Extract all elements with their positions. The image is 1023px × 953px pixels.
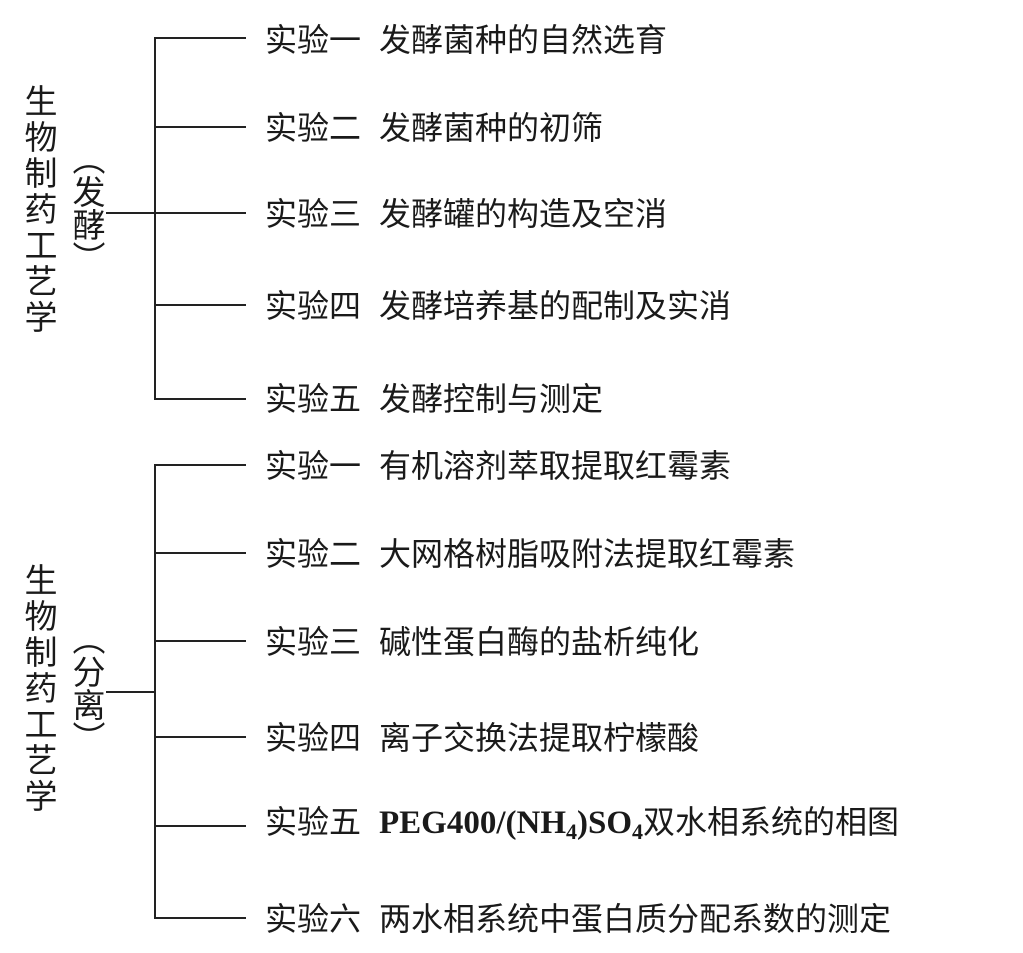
- branch: [154, 552, 246, 554]
- experiment-title: 离子交换法提取柠檬酸: [379, 719, 700, 757]
- group2-title: 生物制药工艺学: [19, 563, 58, 815]
- experiment-number: 实验五: [265, 380, 362, 418]
- experiment-title: 有机溶剂萃取提取红霉素: [379, 447, 732, 485]
- experiment-number: 实验四: [265, 287, 362, 325]
- group1-subtitle: （发酵）: [67, 142, 106, 274]
- group1-title: 生物制药工艺学: [19, 84, 58, 336]
- branch: [154, 825, 246, 827]
- experiment-item: 实验一有机溶剂萃取提取红霉素: [265, 446, 731, 486]
- group2-bracket: [154, 464, 156, 919]
- experiment-title: 双水相系统的相图: [643, 803, 900, 841]
- experiment-number: 实验三: [265, 623, 362, 661]
- experiment-item: 实验六两水相系统中蛋白质分配系数的测定: [265, 899, 891, 939]
- experiment-title: 发酵菌种的自然选育: [379, 21, 668, 59]
- experiment-number: 实验三: [265, 195, 362, 233]
- experiment-title: 发酵培养基的配制及实消: [379, 287, 732, 325]
- group2-connector: [106, 691, 155, 693]
- experiment-item: 实验三碱性蛋白酶的盐析纯化: [265, 622, 699, 662]
- experiment-item: 实验四离子交换法提取柠檬酸: [265, 718, 699, 758]
- formula-part: )SO: [577, 805, 633, 841]
- group1-bracket: [154, 37, 156, 400]
- branch: [154, 736, 246, 738]
- experiment-title: 发酵罐的构造及空消: [379, 195, 668, 233]
- experiment-item: 实验二大网格树脂吸附法提取红霉素: [265, 534, 795, 574]
- experiment-number: 实验一: [265, 447, 362, 485]
- experiment-item: 实验二发酵菌种的初筛: [265, 108, 603, 148]
- branch: [154, 398, 246, 400]
- formula-subscript: 4: [632, 819, 644, 844]
- branch: [154, 37, 246, 39]
- group1-connector: [106, 212, 155, 214]
- experiment-number: 实验二: [265, 535, 362, 573]
- experiment-number: 实验二: [265, 109, 362, 147]
- branch: [154, 126, 246, 128]
- branch: [154, 917, 246, 919]
- experiment-number: 实验一: [265, 21, 362, 59]
- experiment-title: 碱性蛋白酶的盐析纯化: [379, 623, 700, 661]
- experiment-item: 实验三发酵罐的构造及空消: [265, 194, 667, 234]
- branch: [154, 212, 246, 214]
- experiment-item: 实验一发酵菌种的自然选育: [265, 20, 667, 60]
- branch: [154, 640, 246, 642]
- experiment-item: 实验五发酵控制与测定: [265, 379, 603, 419]
- experiment-item: 实验四发酵培养基的配制及实消: [265, 286, 731, 326]
- experiment-title: 发酵控制与测定: [379, 380, 604, 418]
- experiment-formula: PEG400/(NH4)SO4: [379, 803, 644, 844]
- experiment-title: 发酵菌种的初筛: [379, 109, 604, 147]
- experiment-title: 大网格树脂吸附法提取红霉素: [379, 535, 796, 573]
- formula-subscript: 4: [566, 819, 578, 844]
- branch: [154, 464, 246, 466]
- branch: [154, 304, 246, 306]
- experiment-number: 实验四: [265, 719, 362, 757]
- experiment-number: 实验六: [265, 900, 362, 938]
- formula-part: PEG400/(NH: [379, 805, 567, 841]
- experiment-number: 实验五: [265, 803, 362, 841]
- group2-subtitle: （分离）: [67, 622, 106, 754]
- experiment-title: 两水相系统中蛋白质分配系数的测定: [379, 900, 892, 938]
